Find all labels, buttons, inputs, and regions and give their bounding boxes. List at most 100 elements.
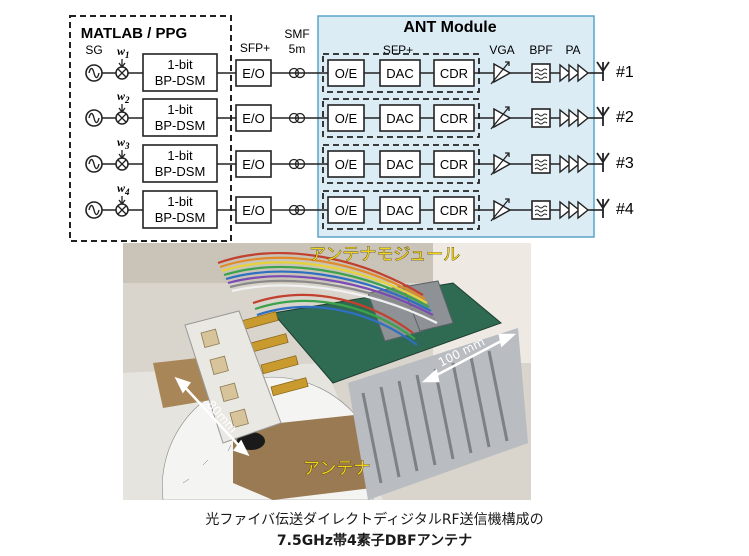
- cdr-block: [433, 150, 475, 178]
- block-diagram: ANT Module MATLAB / PPG SG SFP+ SMF 5m S…: [69, 15, 634, 242]
- vga-icon: [493, 107, 512, 129]
- weight-label: w3: [117, 135, 130, 151]
- mixer-icon: [115, 66, 129, 80]
- eo-block: [235, 59, 272, 87]
- caption-line-2: 7.5GHz帯4素子DBFアンテナ: [276, 533, 473, 549]
- dsm-label-line2: BP-DSM: [155, 210, 206, 225]
- antenna-icon: [596, 152, 610, 173]
- weight-label: w1: [117, 44, 130, 60]
- oe-label: O/E: [335, 203, 358, 218]
- dac-block: [379, 196, 421, 224]
- bp-dsm-block: [142, 98, 218, 137]
- cdr-block: [433, 104, 475, 132]
- eo-block: [235, 104, 272, 132]
- antenna-number: #4: [616, 201, 634, 218]
- antenna-icon: [596, 106, 610, 127]
- oe-label: O/E: [335, 111, 358, 126]
- pa-icon: [559, 63, 590, 83]
- cdr-label: CDR: [440, 157, 468, 172]
- antenna-label: アンテナ: [303, 459, 370, 479]
- dac-block: [379, 104, 421, 132]
- bp-dsm-block: [142, 190, 218, 229]
- ribbon-cable: [217, 251, 438, 346]
- dsm-label-line1: 1-bit: [167, 102, 193, 117]
- dsm-label-line1: 1-bit: [167, 194, 193, 209]
- eo-label: E/O: [242, 157, 264, 172]
- dac-block: [379, 150, 421, 178]
- mixer-icon: [115, 157, 129, 171]
- cdr-block: [433, 196, 475, 224]
- dimension-arrow-80: [174, 376, 250, 457]
- dsm-label-line1: 1-bit: [167, 148, 193, 163]
- bpf-label: BPF: [529, 43, 552, 57]
- sfp-dashed-group: [322, 98, 480, 138]
- dac-label: DAC: [386, 66, 413, 81]
- cdr-label: CDR: [440, 203, 468, 218]
- bp-dsm-block: [142, 144, 218, 183]
- matlab-ppg-title: MATLAB / PPG: [81, 25, 187, 42]
- sfp-left-label: SFP+: [240, 41, 270, 55]
- dsm-label-line2: BP-DSM: [155, 118, 206, 133]
- dac-label: DAC: [386, 111, 413, 126]
- sine-source-icon: [85, 64, 103, 82]
- sine-source-icon: [85, 201, 103, 219]
- sfp-dashed-group: [322, 144, 480, 184]
- mixer-icon: [115, 203, 129, 217]
- dsm-label-line2: BP-DSM: [155, 73, 206, 88]
- antenna-number: #3: [616, 155, 634, 172]
- vga-icon: [493, 62, 512, 84]
- weight-label: w2: [117, 89, 130, 105]
- cdr-label: CDR: [440, 111, 468, 126]
- oe-block: [327, 104, 365, 132]
- oe-label: O/E: [335, 157, 358, 172]
- matlab-ppg-box: [69, 15, 232, 242]
- antenna-module-label: アンテナモジュール: [309, 245, 460, 265]
- oe-block: [327, 59, 365, 87]
- eo-label: E/O: [242, 111, 264, 126]
- sine-source-icon: [85, 155, 103, 173]
- sfp-dashed-group: [322, 190, 480, 230]
- pa-label: PA: [565, 43, 580, 57]
- mixer-icon: [115, 111, 129, 125]
- smf-label: SMF: [284, 27, 309, 41]
- pa-icon: [559, 108, 590, 128]
- vga-icon: [493, 199, 512, 221]
- sine-source-icon: [85, 109, 103, 127]
- antenna-icon: [596, 198, 610, 219]
- pa-icon: [559, 154, 590, 174]
- dac-block: [379, 59, 421, 87]
- cdr-label: CDR: [440, 66, 468, 81]
- antenna-array: [184, 310, 282, 444]
- vga-icon: [493, 153, 512, 175]
- oe-label: O/E: [335, 66, 358, 81]
- smf-length-label: 5m: [289, 42, 306, 56]
- heatsink: [348, 328, 528, 500]
- oe-block: [327, 196, 365, 224]
- bp-dsm-block: [142, 53, 218, 92]
- dsm-label-line2: BP-DSM: [155, 164, 206, 179]
- sma-connectors: [240, 311, 309, 397]
- sg-label: SG: [85, 43, 102, 57]
- eo-block: [235, 196, 272, 224]
- antenna-number: #1: [616, 64, 634, 81]
- antenna-photo: 80mm 100 mm アンテナモジュール アンテナ: [123, 243, 531, 500]
- eo-block: [235, 150, 272, 178]
- pa-icon: [559, 200, 590, 220]
- weight-label: w4: [117, 181, 130, 197]
- eo-label: E/O: [242, 203, 264, 218]
- dac-label: DAC: [386, 157, 413, 172]
- eo-label: E/O: [242, 66, 264, 81]
- antenna-number: #2: [616, 109, 634, 126]
- dsm-label-line1: 1-bit: [167, 57, 193, 72]
- caption-line-1: 光ファイバ伝送ダイレクトディジタルRF送信機構成の: [205, 512, 544, 528]
- ant-module-title: ANT Module: [403, 19, 496, 36]
- sfp-dashed-group: [322, 53, 480, 93]
- vga-label: VGA: [489, 43, 514, 57]
- antenna-icon: [596, 61, 610, 82]
- dac-label: DAC: [386, 203, 413, 218]
- oe-block: [327, 150, 365, 178]
